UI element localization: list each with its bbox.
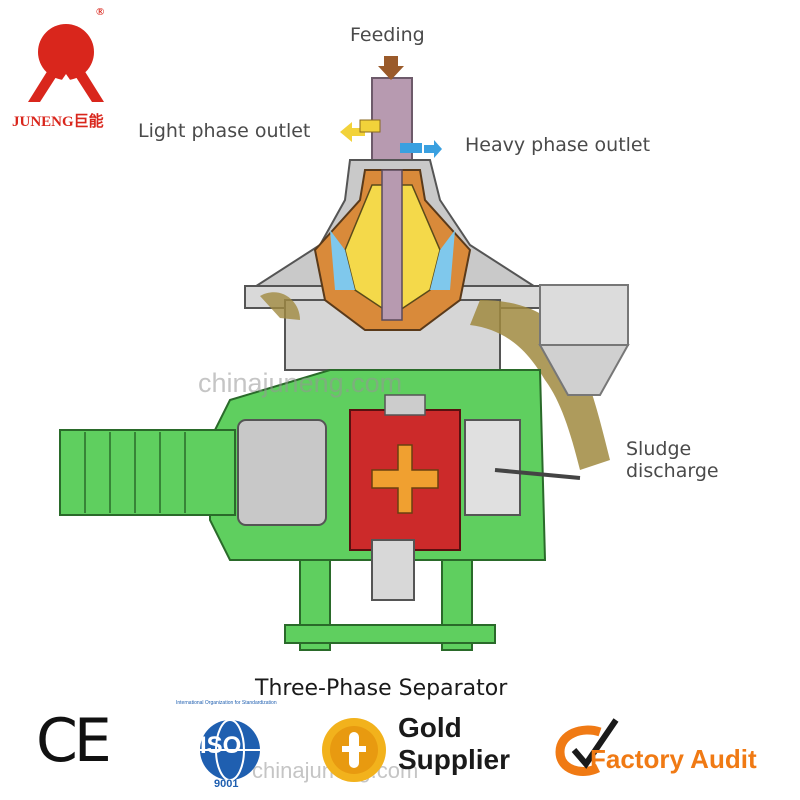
label-sludge-line2: discharge [626,460,719,482]
iso-label: ISO [200,732,242,759]
label-sludge-line1: Sludge [626,438,692,460]
factory-audit-check-icon [555,718,619,776]
iso-ring-text: International Organization for Standardi… [176,700,277,706]
label-heavy-phase-outlet: Heavy phase outlet [465,134,651,156]
juneng-logo-icon [28,24,104,102]
diagram-title: Three-Phase Separator [255,676,508,701]
feed-arrow-icon [378,56,404,80]
registered-mark: ® [96,6,105,18]
brand-name: JUNENG巨能 [12,114,104,130]
motor [59,429,236,516]
iso-number: 9001 [214,778,239,790]
vertical-shaft [371,539,415,601]
gold-supplier-icon [322,718,386,782]
sludge-flow [470,300,610,470]
gold-label: Gold [398,712,462,743]
sludge-collector [539,284,629,346]
ce-mark: CE [36,706,112,776]
factory-audit-label: Factory Audit [590,744,757,774]
light-phase-arrow-icon [340,122,365,142]
heavy-phase-arrow-icon [424,140,442,158]
iso-globe-icon [200,719,260,781]
supplier-label: Supplier [398,744,511,775]
label-feeding: Feeding [350,24,425,46]
brake-lever [494,468,581,480]
base-plate [284,624,496,644]
watermark-middle: chinajuneng.com [198,368,403,398]
label-light-phase-outlet: Light phase outlet [138,120,311,142]
